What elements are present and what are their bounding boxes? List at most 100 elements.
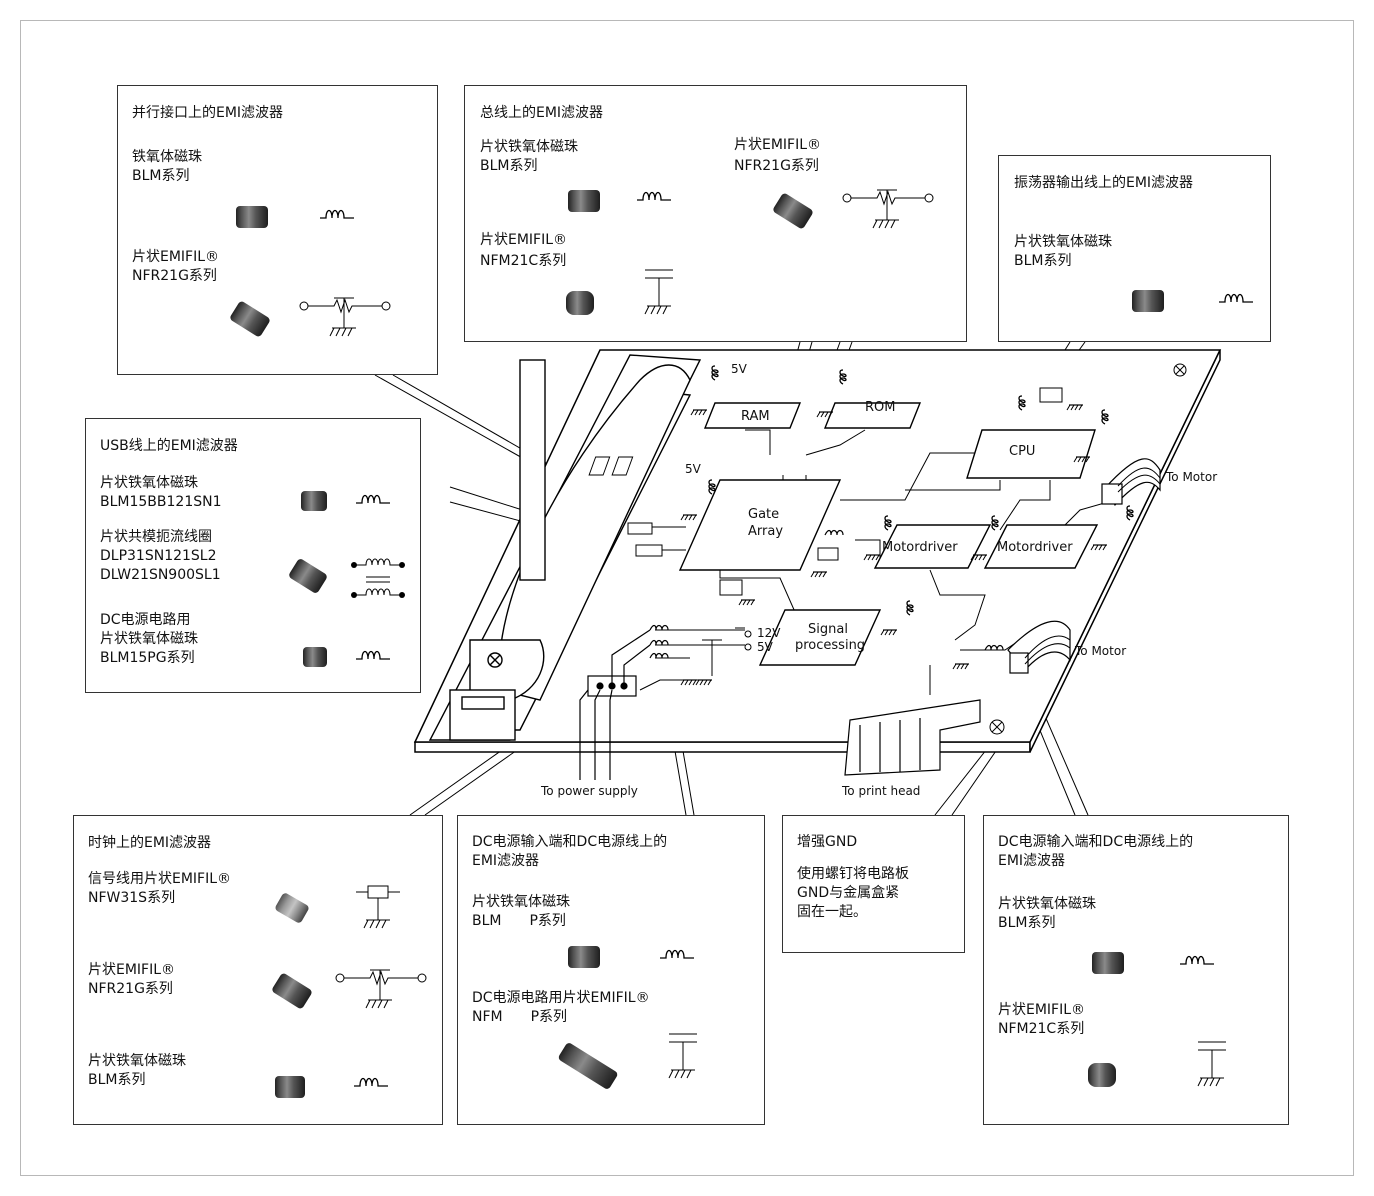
box-title: DC电源输入端和DC电源线上的 xyxy=(472,833,667,852)
motordriver-1-label: Motordriver xyxy=(882,540,958,555)
product-series: BLM P系列 xyxy=(472,912,566,931)
product-part: DLW21SN900SL1 xyxy=(100,566,221,585)
common-mode-choke-icon xyxy=(348,555,408,605)
product-name: 片状铁氧体磁珠 xyxy=(100,474,198,493)
clock-filter-box: 时钟上的EMI滤波器 信号线用片状EMIFIL® NFW31S系列 片状EMIF… xyxy=(73,815,443,1125)
cpu-chip-label: CPU xyxy=(1009,444,1035,459)
motordriver-2-label: Motordriver xyxy=(997,540,1073,555)
usb-filter-box: USB线上的EMI滤波器 片状铁氧体磁珠 BLM15BB121SN1 片状共模扼… xyxy=(85,418,421,693)
product-part: DLP31SN121SL2 xyxy=(100,547,217,566)
gnd-note-line: GND与金属盒紧 xyxy=(797,884,899,903)
inductor-icon xyxy=(352,1072,392,1094)
ferrite-bead-chip-image xyxy=(236,206,268,228)
box-title: 时钟上的EMI滤波器 xyxy=(88,834,211,853)
emifil-chip-image xyxy=(229,300,271,338)
inductor-icon xyxy=(1178,950,1218,972)
box-title: 总线上的EMI滤波器 xyxy=(480,104,603,123)
gate-array-label-2: Array xyxy=(748,524,783,539)
ferrite-bead-chip-image xyxy=(303,647,327,667)
inductor-icon xyxy=(658,944,698,966)
signal-processing-label-1: Signal xyxy=(808,622,848,637)
product-name: 片状铁氧体磁珠 xyxy=(1014,233,1112,252)
product-series: NFR21G系列 xyxy=(88,980,173,999)
dc-power-filter-box-2: DC电源输入端和DC电源线上的 EMI滤波器 片状铁氧体磁珠 BLM系列 片状E… xyxy=(983,815,1289,1125)
ferrite-bead-chip-image xyxy=(1092,952,1124,974)
box-title: 增强GND xyxy=(797,833,857,852)
product-series: BLM15BB121SN1 xyxy=(100,493,222,512)
bus-filter-box: 总线上的EMI滤波器 片状铁氧体磁珠 BLM系列 片状EMIFIL® NFR21… xyxy=(464,85,967,342)
product-name: 片状EMIFIL® xyxy=(480,231,567,250)
product-name: DC电源电路用 xyxy=(100,611,191,630)
product-name: 片状铁氧体磁珠 xyxy=(88,1052,186,1071)
emi-filter-icon xyxy=(354,880,402,934)
rc-filter-icon xyxy=(841,186,935,236)
product-series: NFM21C系列 xyxy=(998,1020,1084,1039)
product-series: NFM P系列 xyxy=(472,1008,567,1027)
reinforce-gnd-box: 增强GND 使用螺钉将电路板 GND与金属盒紧 固在一起。 xyxy=(782,815,965,953)
inductor-icon xyxy=(318,204,358,226)
emifil-chip-image xyxy=(772,192,814,230)
product-name: 片状铁氧体磁珠 xyxy=(998,895,1096,914)
common-mode-choke-chip-image xyxy=(288,558,328,595)
rc-filter-icon xyxy=(334,966,428,1016)
box-title: 并行接口上的EMI滤波器 xyxy=(132,104,283,123)
capacitor-icon xyxy=(665,1030,701,1086)
product-name: 片状共模扼流线圈 xyxy=(100,528,212,547)
ferrite-bead-chip-image xyxy=(301,491,327,511)
product-series: NFW31S系列 xyxy=(88,889,175,908)
inductor-icon xyxy=(1217,288,1257,310)
product-name: 片状EMIFIL® xyxy=(998,1001,1085,1020)
product-name: 片状EMIFIL® xyxy=(734,136,821,155)
label-5v-left: 5V xyxy=(685,462,701,476)
product-series: BLM系列 xyxy=(132,167,189,186)
capacitor-icon xyxy=(1194,1038,1230,1094)
box-title: EMI滤波器 xyxy=(998,852,1065,871)
box-title: DC电源输入端和DC电源线上的 xyxy=(998,833,1193,852)
emifil-chip-image xyxy=(557,1042,618,1091)
product-series: NFR21G系列 xyxy=(734,157,819,176)
rc-filter-icon xyxy=(298,294,392,344)
product-name: 片状铁氧体磁珠 xyxy=(480,138,578,157)
gnd-note-line: 使用螺钉将电路板 xyxy=(797,865,909,884)
emifil-chip-image xyxy=(274,892,310,924)
box-title: EMI滤波器 xyxy=(472,852,539,871)
gate-array-label-1: Gate xyxy=(748,507,779,522)
oscillator-filter-box: 振荡器输出线上的EMI滤波器 片状铁氧体磁珠 BLM系列 xyxy=(998,155,1271,342)
product-series: BLM系列 xyxy=(480,157,537,176)
rom-chip-label: ROM xyxy=(865,400,895,415)
emifil-chip-image xyxy=(271,972,313,1010)
ferrite-bead-chip-image xyxy=(1132,290,1164,312)
product-name: 片状铁氧体磁珠 xyxy=(472,893,570,912)
to-power-supply-label: To power supply xyxy=(541,784,638,798)
product-series: BLM系列 xyxy=(1014,252,1071,271)
inductor-icon xyxy=(635,186,675,208)
box-title: USB线上的EMI滤波器 xyxy=(100,437,238,456)
product-name: 信号线用片状EMIFIL® xyxy=(88,870,231,889)
box-title: 振荡器输出线上的EMI滤波器 xyxy=(1014,174,1193,193)
product-series: BLM系列 xyxy=(88,1071,145,1090)
parallel-interface-filter-box: 并行接口上的EMI滤波器 铁氧体磁珠 BLM系列 片状EMIFIL® NFR21… xyxy=(117,85,438,375)
dc-power-filter-box-1: DC电源输入端和DC电源线上的 EMI滤波器 片状铁氧体磁珠 BLM P系列 D… xyxy=(457,815,765,1125)
label-5v-top: 5V xyxy=(731,362,747,376)
product-name: DC电源电路用片状EMIFIL® xyxy=(472,989,650,1008)
product-name: 铁氧体磁珠 xyxy=(132,148,202,167)
to-motor-label-2: To Motor xyxy=(1075,644,1126,658)
inductor-icon xyxy=(354,489,394,511)
ram-chip-label: RAM xyxy=(741,409,770,424)
ferrite-bead-chip-image xyxy=(568,190,600,212)
emifil-chip-image xyxy=(566,291,594,315)
product-series: BLM系列 xyxy=(998,914,1055,933)
product-name: 片状铁氧体磁珠 xyxy=(100,630,198,649)
capacitor-icon xyxy=(641,266,677,322)
product-name: 片状EMIFIL® xyxy=(88,961,175,980)
product-name: 片状EMIFIL® xyxy=(132,248,219,267)
ferrite-bead-chip-image xyxy=(568,946,600,968)
gnd-note-line: 固在一起。 xyxy=(797,903,867,922)
to-motor-label-1: To Motor xyxy=(1166,470,1217,484)
label-5v-bottom: 5V xyxy=(757,640,773,654)
inductor-icon xyxy=(354,645,394,667)
label-12v: 12V xyxy=(757,626,780,640)
to-print-head-label: To print head xyxy=(842,784,920,798)
product-series: BLM15PG系列 xyxy=(100,649,195,668)
emifil-chip-image xyxy=(1088,1063,1116,1087)
